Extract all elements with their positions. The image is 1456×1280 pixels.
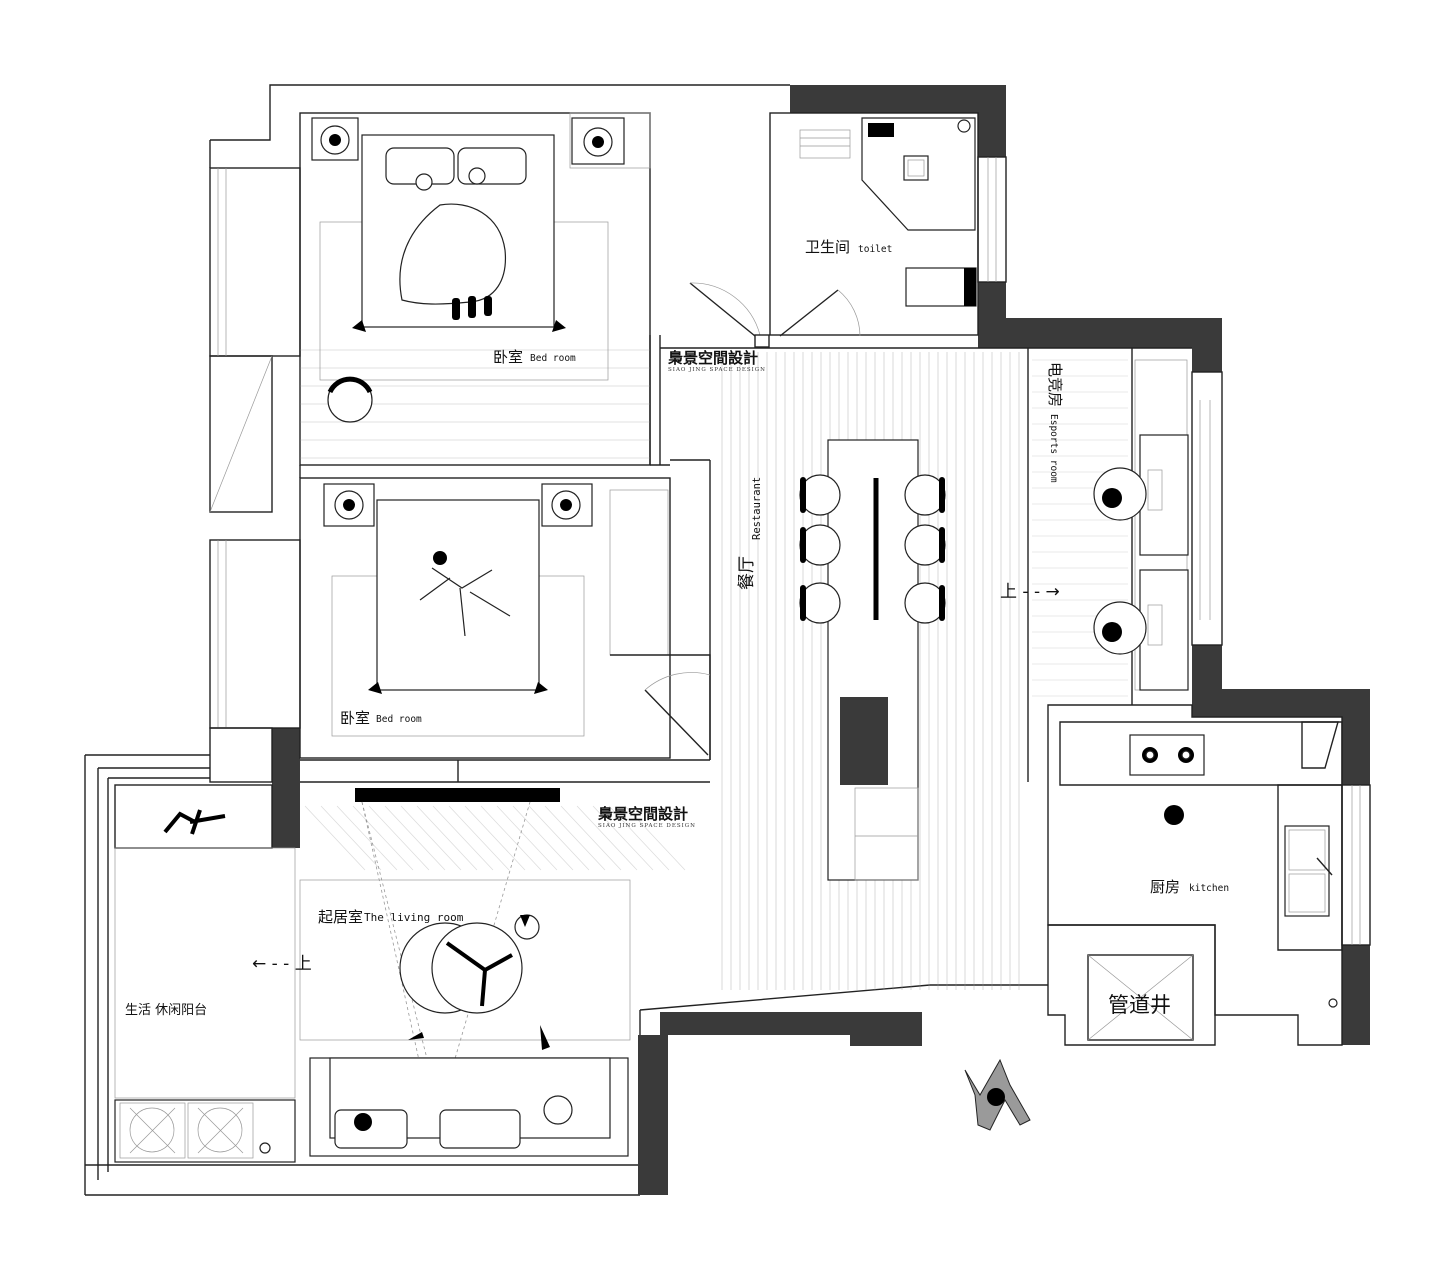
- brand-logo-1: 梟景空間設計: [667, 349, 758, 367]
- dining-chair: [904, 582, 946, 624]
- outer-envelope: [84, 84, 790, 1196]
- master-bedroom: [311, 112, 651, 423]
- dining-chair: [799, 582, 841, 624]
- restaurant-en: Restaurant: [751, 477, 763, 540]
- bedroom-master-cn: 卧室: [493, 348, 523, 366]
- living-cn: 起居室: [318, 908, 363, 926]
- kitchen-furniture: [1129, 721, 1339, 1008]
- dining-chair: [904, 474, 946, 516]
- dining-chair: [904, 524, 946, 566]
- brand-sub-2: SIAO JING SPACE DESIGN: [598, 823, 696, 829]
- walls: [272, 85, 1370, 1195]
- living-en: The living room: [364, 911, 464, 924]
- kitchen-en: kitchen: [1189, 883, 1229, 894]
- kitchen-cn: 厨房: [1150, 878, 1180, 896]
- toilet-cn: 卫生间: [805, 238, 850, 256]
- esports-cn: 电竞房: [1046, 362, 1064, 407]
- dining-area: [799, 439, 946, 881]
- second-bedroom: [323, 483, 711, 760]
- bedroom-second-cn: 卧室: [340, 709, 370, 727]
- bedroom-master-en: Bed room: [530, 353, 576, 364]
- dining-chair: [799, 524, 841, 566]
- balcony-cn: 生活 休闲阳台: [125, 1003, 207, 1018]
- labels: 卧室 Bed room 卧室 Bed room 卫生间 toilet 厨房 ki…: [125, 238, 1229, 1018]
- bedroom-second-en: Bed room: [376, 714, 422, 725]
- pipe-shaft-label: 管道井: [1108, 993, 1171, 1017]
- dining-chair: [799, 474, 841, 516]
- balcony: [114, 784, 296, 1163]
- balcony-up-arrow: ← - - 上: [252, 954, 312, 974]
- brand-logo-2: 梟景空間設計: [597, 805, 688, 823]
- esports-en: Esports room: [1048, 414, 1059, 483]
- esports-up-arrow: 上 - - →: [1000, 582, 1060, 602]
- brand-sub-1: SIAO JING SPACE DESIGN: [668, 367, 766, 373]
- restaurant-cn: 餐厅: [737, 556, 757, 590]
- esports-room-furniture: [1093, 359, 1189, 691]
- entry-figure: [964, 1058, 1031, 1131]
- living-room-furniture: [299, 788, 631, 1157]
- toilet-room: [689, 117, 977, 348]
- toilet-en: toilet: [858, 244, 892, 255]
